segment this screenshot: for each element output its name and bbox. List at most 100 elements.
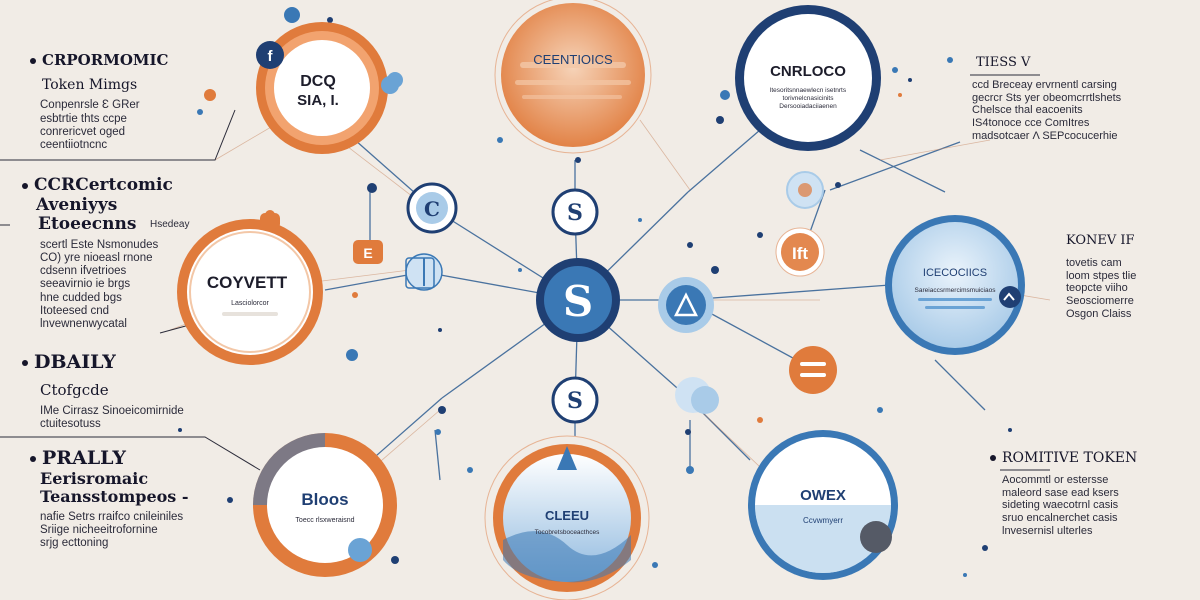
small-node-equals[interactable] <box>789 346 837 394</box>
left-label-1-subheading: Token Mimgs <box>42 77 138 94</box>
left-label-3: DBAILY Ctofgcde IMe Cirrasz Sinoeicomirn… <box>22 351 222 432</box>
node-cnrloco[interactable]: CNRLOCO ltesoritsnnaewlecn isetnrts tori… <box>735 5 881 151</box>
node-ceentioics[interactable]: CEENTIOICS <box>494 0 652 154</box>
right-label-3-heading: ROMITIVE TOKEN <box>1002 450 1138 466</box>
right-label-2-heading: KONEV IF <box>1066 233 1135 248</box>
node-icecociics-subtitle: Sareiaccsrmercimsmuiciaos <box>915 287 997 294</box>
hub-node[interactable]: S <box>536 258 620 342</box>
node-cnrloco-title: CNRLOCO <box>770 63 846 80</box>
right-label-1-heading: TIESS V <box>976 55 1031 70</box>
small-node-s-top-glyph: S <box>567 200 583 226</box>
left-label-4-line-2: Sriige nicheeitrofornine <box>40 523 158 536</box>
right-label-2-line-4: Seosciomerre <box>1066 294 1134 307</box>
node-dcq-title-line2: SIA, I. <box>297 92 339 109</box>
right-label-2: KONEV IF tovetis cam loom stpes tlie teo… <box>1066 233 1186 320</box>
left-label-2-line-1: scertl Este Nsmonudes <box>40 238 159 251</box>
small-node-s-bottom[interactable]: S <box>551 376 599 424</box>
right-label-3-line-2: maleord sase ead ksers <box>1002 486 1119 499</box>
left-label-4-subheading-2: Teansstompeos - <box>40 487 189 507</box>
node-owex-subtitle: Ccvwmyerr <box>803 516 843 525</box>
right-label-2-line-2: loom stpes tlie <box>1066 269 1137 282</box>
left-label-4-subheading: Eerisromaic <box>40 468 149 488</box>
small-node-delta[interactable] <box>658 277 714 333</box>
node-icecociics[interactable]: ICECOCIICS Sareiaccsrmercimsmuiciaos <box>885 215 1025 355</box>
small-node-eye[interactable] <box>786 171 824 209</box>
right-label-3: ROMITIVE TOKEN Aocommtl or estersse male… <box>990 450 1190 537</box>
right-label-1-line-4: IS4tonoce cce ComItres <box>972 116 1090 129</box>
right-label-1-line-1: ccd Breceay ervrnentl carsing <box>972 78 1117 91</box>
left-label-2-subheading: Aveniyys <box>36 194 118 215</box>
small-node-ift-glyph: Ift <box>792 244 808 263</box>
right-label-1-line-2: gecrcr Sts yer obeomcrrtlshets <box>972 91 1122 104</box>
node-coyvett-title: COYVETT <box>207 273 288 292</box>
left-label-4-line-1: nafie Setrs rraifco cnileiniles <box>40 510 184 523</box>
small-node-e-glyph: E <box>363 245 372 261</box>
small-node-c[interactable]: C <box>406 182 458 234</box>
node-cleeu[interactable]: CLEEU Tocobretsboceacthces <box>484 435 650 600</box>
right-label-3-line-3: sideting waecotrnl casis <box>1002 499 1119 512</box>
left-label-1-line-3: conrericvet oged <box>40 125 126 138</box>
left-label-2-line-7: lnvewnenwycatal <box>40 317 127 330</box>
left-label-2-line-3: cdsenn ifvetrioes <box>40 265 127 278</box>
node-dcq[interactable]: f DCQ SIA, I. <box>256 22 399 154</box>
left-label-2-subheading-2: Etoeecnns <box>38 214 137 235</box>
left-label-1-heading: CRPORMOMIC <box>42 51 169 69</box>
bullet-icon <box>22 360 28 366</box>
bullet-icon <box>30 58 36 64</box>
node-bloos[interactable]: Bloos Toecc rlsxweraisnd <box>253 433 397 577</box>
small-node-flask[interactable] <box>405 253 443 291</box>
small-node-c-glyph: C <box>424 197 440 221</box>
left-label-2: CCRCertcomic Aveniyys Etoeecnns Hsedeay … <box>22 175 212 331</box>
right-label-1-line-5: madsotcaer Λ SEPcocucerhie <box>972 129 1118 142</box>
bullet-icon <box>990 455 996 461</box>
bullet-icon <box>30 456 36 462</box>
small-node-ift[interactable]: Ift <box>775 227 825 277</box>
right-label-3-line-1: Aocommtl or estersse <box>1002 474 1109 487</box>
left-label-2-line-4: seeavirnio ie brgs <box>40 278 131 291</box>
left-label-4: PRALLY Eerisromaic Teansstompeos - nafie… <box>30 447 230 550</box>
node-cnrloco-line-1: ltesoritsnnaewlecn isetnrts <box>770 87 847 94</box>
left-label-2-side-note: Hsedeay <box>150 219 190 231</box>
node-bloos-title: Bloos <box>301 490 348 509</box>
node-owex[interactable]: OWEX Ccvwmyerr <box>748 430 898 580</box>
left-label-2-line-5: hne cudded bgs <box>40 291 122 304</box>
small-node-s-top[interactable]: S <box>551 188 599 236</box>
left-label-3-subheading: Ctofgcde <box>40 380 109 399</box>
right-label-1-line-3: Chelsce thal eacoenits <box>972 104 1083 117</box>
node-cnrloco-line-3: Dersooiadaciiaenen <box>779 103 837 110</box>
small-node-s-bottom-glyph: S <box>567 388 583 414</box>
right-label-2-line-1: tovetis cam <box>1066 256 1122 269</box>
right-label-1: TIESS V ccd Breceay ervrnentl carsing ge… <box>972 55 1172 142</box>
node-dcq-badge <box>256 41 284 69</box>
left-label-2-heading: CCRCertcomic <box>34 175 173 195</box>
left-label-3-line-2: ctuitesotuss <box>40 418 101 431</box>
left-label-1: CRPORMOMIC Token Mimgs Conpenrsle Ɛ GRer… <box>30 51 220 152</box>
right-label-3-line-4: sruo encalnerchet casis <box>1002 512 1118 525</box>
node-ceentioics-title: CEENTIOICS <box>533 52 613 67</box>
node-icecociics-title: ICECOCIICS <box>923 267 987 279</box>
node-coyvett-subtitle: Lasciolorcor <box>231 300 269 307</box>
node-bloos-subtitle: Toecc rlsxweraisnd <box>295 517 354 524</box>
bullet-icon <box>22 182 28 189</box>
small-node-e[interactable]: E <box>353 240 383 264</box>
small-node-square-lb[interactable] <box>405 257 435 289</box>
small-node-cloud[interactable] <box>675 377 719 414</box>
node-cleeu-title: CLEEU <box>545 508 589 523</box>
left-label-2-line-2: CO) yre nioeasl rnone <box>40 251 153 264</box>
left-label-1-line-4: ceentiiotncnc <box>40 139 108 151</box>
node-dcq-badge-letter: f <box>268 48 274 65</box>
left-label-3-line-1: IMe Cirrasz Sinoeicomirnide <box>40 405 184 418</box>
right-label-2-line-3: teopcte viiho <box>1066 282 1128 295</box>
left-label-1-line-1: Conpenrsle Ɛ GRer <box>40 99 140 112</box>
connector-lines <box>324 129 986 481</box>
node-cleeu-subtitle: Tocobretsboceacthces <box>535 529 600 536</box>
node-dcq-title: DCQ <box>300 73 336 90</box>
left-label-2-line-6: Itoteesed cnd <box>40 304 110 317</box>
node-coyvett[interactable]: COYVETT Lasciolorcor <box>177 213 323 365</box>
left-label-3-heading: DBAILY <box>34 351 116 373</box>
node-owex-title: OWEX <box>800 487 846 504</box>
node-cnrloco-line-2: torivnelcnasicinits <box>783 95 835 102</box>
right-label-3-line-5: lnvesernisl ulterles <box>1002 524 1093 537</box>
hub-glyph: S <box>563 277 593 326</box>
